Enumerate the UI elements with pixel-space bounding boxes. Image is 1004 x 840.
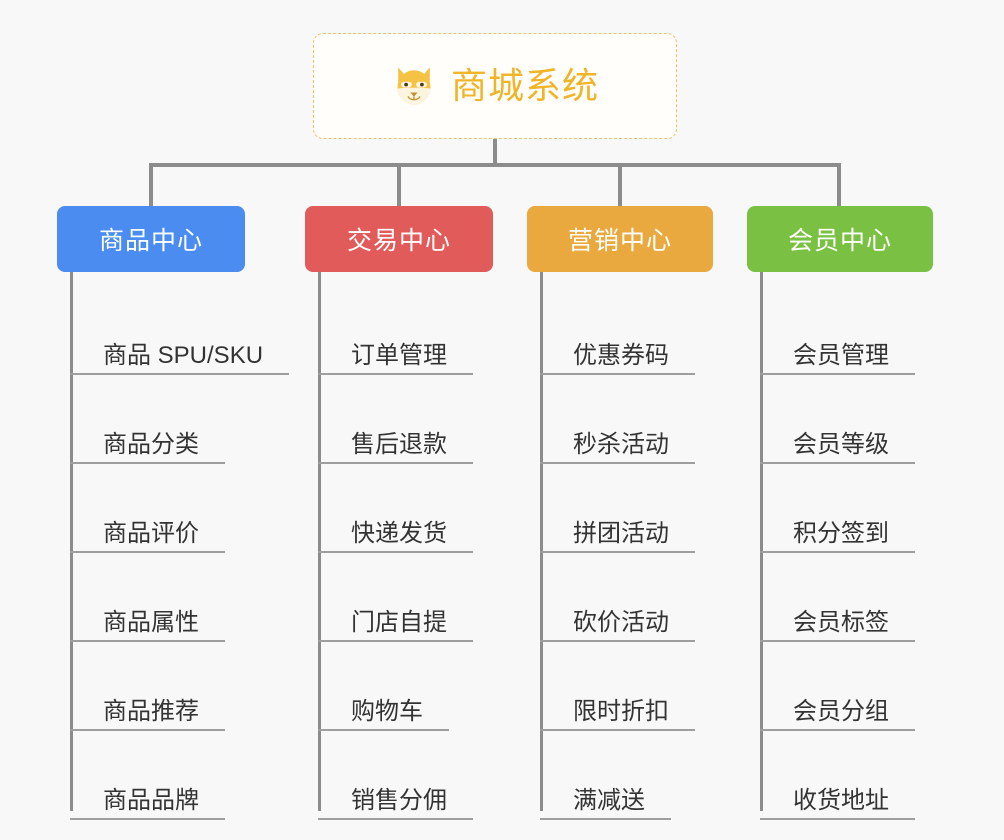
leaf-label: 优惠券码 (573, 341, 669, 369)
leaf-label: 会员标签 (793, 608, 889, 636)
list-item[interactable]: 优惠券码 (527, 286, 713, 375)
list-item[interactable]: 砍价活动 (527, 553, 713, 642)
branch-column: 交易中心 订单管理 售后退款 快递发货 门店自提 购物车 销售分佣 (305, 206, 493, 820)
leaf-list: 会员管理 会员等级 积分签到 会员标签 会员分组 收货地址 (747, 272, 933, 820)
leaf-spine (318, 272, 321, 811)
list-item[interactable]: 会员管理 (747, 286, 933, 375)
leaf-spine (760, 272, 763, 811)
category-label: 营销中心 (567, 227, 672, 255)
leaf-label: 会员管理 (793, 341, 889, 369)
branch-column: 营销中心 优惠券码 秒杀活动 拼团活动 砍价活动 限时折扣 满减送 (527, 206, 713, 820)
list-item[interactable]: 积分签到 (747, 464, 933, 553)
leaf-label: 商品分类 (103, 430, 199, 458)
list-item[interactable]: 秒杀活动 (527, 375, 713, 464)
leaf-spine (70, 272, 73, 811)
list-item[interactable]: 会员分组 (747, 642, 933, 731)
leaf-label: 砍价活动 (573, 608, 669, 636)
dog-face-icon (397, 67, 431, 107)
connector-drop-1 (149, 163, 153, 208)
connector-drop-2 (397, 163, 401, 208)
leaf-label: 拼团活动 (573, 519, 669, 547)
leaf-label: 商品评价 (103, 519, 199, 547)
list-item[interactable]: 商品推荐 (57, 642, 245, 731)
leaf-label: 商品属性 (103, 608, 199, 636)
leaf-label: 商品推荐 (103, 697, 199, 725)
leaf-list: 优惠券码 秒杀活动 拼团活动 砍价活动 限时折扣 满减送 (527, 272, 713, 820)
list-item[interactable]: 限时折扣 (527, 642, 713, 731)
leaf-label: 快递发货 (351, 519, 447, 547)
branch-column: 会员中心 会员管理 会员等级 积分签到 会员标签 会员分组 收货地址 (747, 206, 933, 820)
leaf-label: 订单管理 (351, 341, 447, 369)
category-header[interactable]: 营销中心 (527, 206, 713, 272)
leaf-label: 购物车 (351, 697, 423, 725)
leaf-label: 秒杀活动 (573, 430, 669, 458)
leaf-label: 积分签到 (793, 519, 889, 547)
list-item[interactable]: 购物车 (305, 642, 493, 731)
list-item[interactable]: 满减送 (527, 731, 713, 820)
leaf-label: 门店自提 (351, 608, 447, 636)
category-header[interactable]: 会员中心 (747, 206, 933, 272)
list-item[interactable]: 商品评价 (57, 464, 245, 553)
category-label: 商品中心 (98, 227, 203, 255)
list-item[interactable]: 商品 SPU/SKU (57, 286, 290, 375)
connector-bus (149, 163, 841, 167)
leaf-label: 会员分组 (793, 697, 889, 725)
leaf-label: 限时折扣 (573, 697, 669, 725)
list-item[interactable]: 商品属性 (57, 553, 245, 642)
root-title: 商城系统 (450, 65, 599, 106)
list-item[interactable]: 会员标签 (747, 553, 933, 642)
leaf-label: 销售分佣 (351, 786, 447, 814)
category-header[interactable]: 商品中心 (57, 206, 245, 272)
branch-column: 商品中心 商品 SPU/SKU 商品分类 商品评价 商品属性 商品推荐 商品品牌 (57, 206, 290, 820)
leaf-label: 售后退款 (351, 430, 447, 458)
list-item[interactable]: 快递发货 (305, 464, 493, 553)
leaf-list: 商品 SPU/SKU 商品分类 商品评价 商品属性 商品推荐 商品品牌 (57, 272, 290, 820)
root-node[interactable]: 商城系统 (313, 33, 677, 139)
list-item[interactable]: 会员等级 (747, 375, 933, 464)
list-item[interactable]: 订单管理 (305, 286, 493, 375)
list-item[interactable]: 门店自提 (305, 553, 493, 642)
list-item[interactable]: 商品分类 (57, 375, 245, 464)
leaf-label: 满减送 (573, 786, 645, 814)
list-item[interactable]: 收货地址 (747, 731, 933, 820)
leaf-spine (540, 272, 543, 811)
category-label: 交易中心 (346, 227, 451, 255)
connector-drop-4 (837, 163, 841, 208)
connector-drop-3 (618, 163, 622, 208)
leaf-label: 商品品牌 (103, 786, 199, 814)
list-item[interactable]: 售后退款 (305, 375, 493, 464)
list-item[interactable]: 拼团活动 (527, 464, 713, 553)
connector-root-stem (493, 139, 497, 165)
leaf-label: 商品 SPU/SKU (103, 341, 264, 369)
list-item[interactable]: 商品品牌 (57, 731, 245, 820)
leaf-label: 收货地址 (793, 786, 889, 814)
category-header[interactable]: 交易中心 (305, 206, 493, 272)
list-item[interactable]: 销售分佣 (305, 731, 493, 820)
category-label: 会员中心 (787, 227, 892, 255)
leaf-label: 会员等级 (793, 430, 889, 458)
leaf-list: 订单管理 售后退款 快递发货 门店自提 购物车 销售分佣 (305, 272, 493, 820)
